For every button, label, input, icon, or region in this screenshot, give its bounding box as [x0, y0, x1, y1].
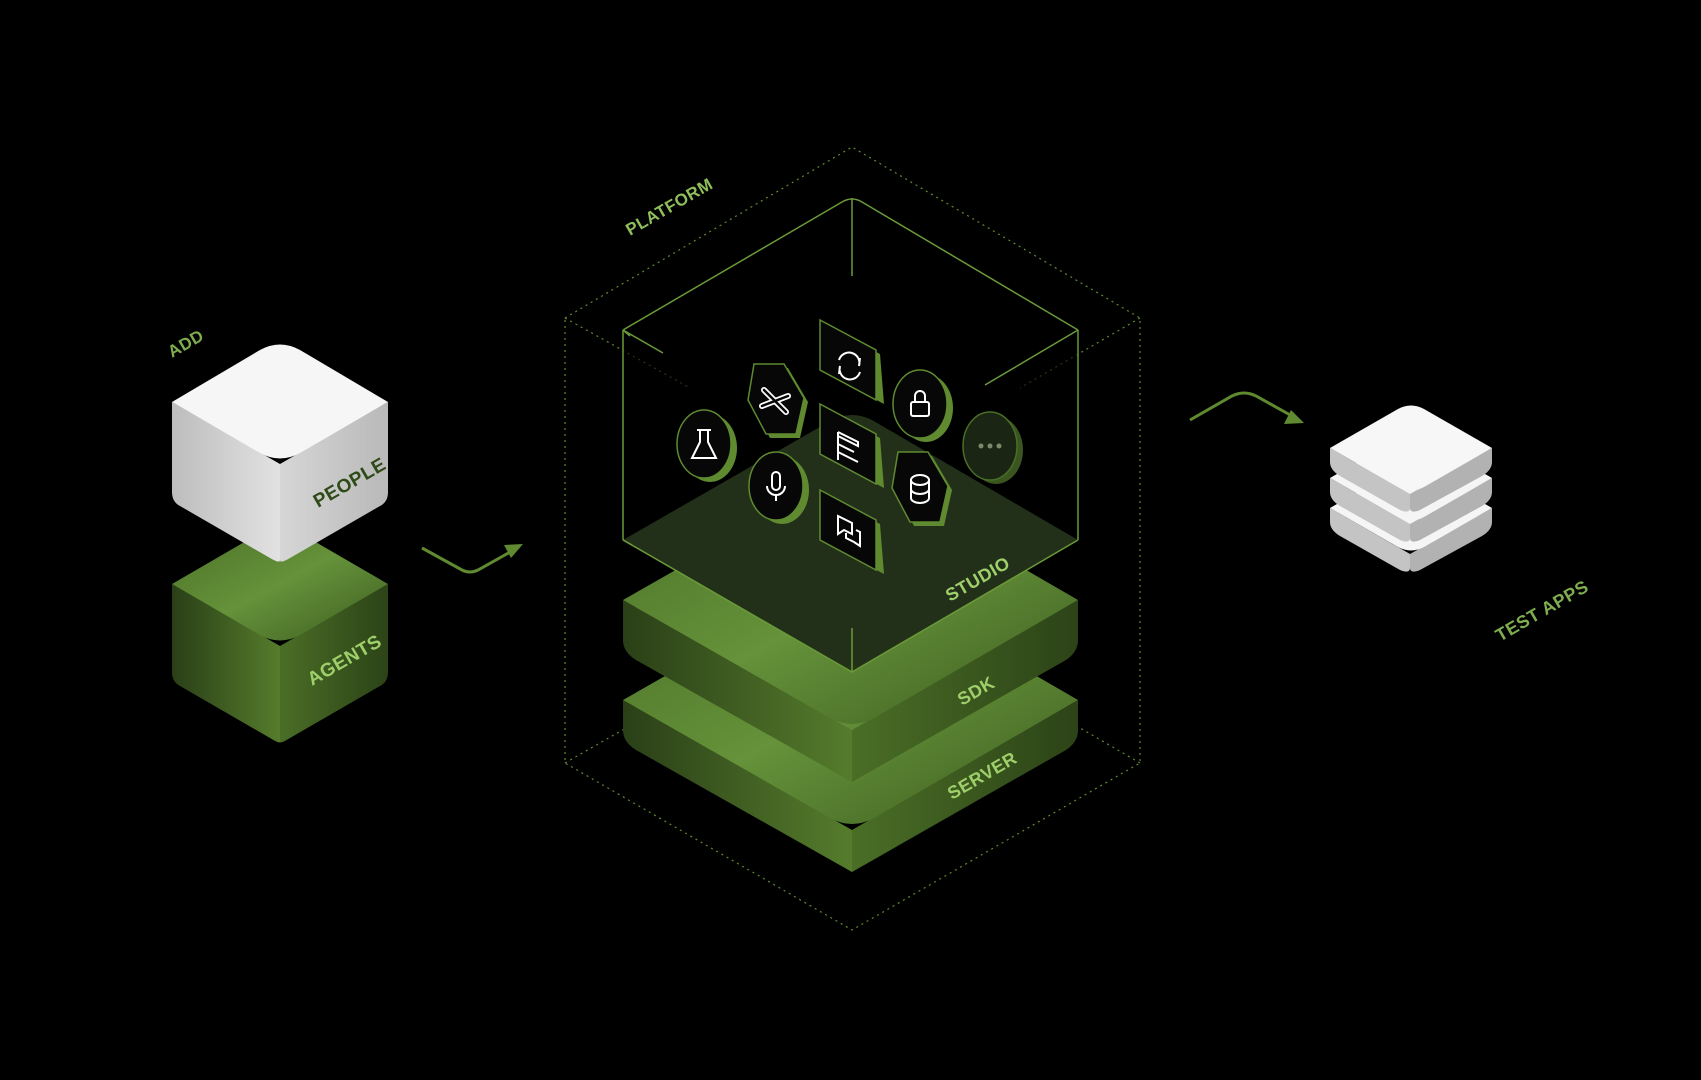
people-cube: PEOPLE — [172, 344, 390, 562]
database-icon[interactable] — [891, 451, 952, 526]
lock-icon[interactable] — [892, 369, 953, 442]
arrow-to-test-apps — [1189, 391, 1304, 424]
document-list-icon[interactable] — [819, 402, 884, 488]
chat-bubbles-icon[interactable] — [819, 488, 884, 574]
platform-label: PLATFORM — [623, 174, 717, 239]
agents-cube: AGENTS — [172, 527, 388, 743]
arrow-to-platform — [421, 544, 523, 574]
studio-icons — [676, 318, 1023, 574]
microphone-icon[interactable] — [748, 451, 809, 524]
add-label: ADD — [165, 326, 208, 362]
test-apps-stack: TEST APPS — [1330, 405, 1592, 645]
more-icon[interactable] — [962, 411, 1023, 484]
flask-icon[interactable] — [676, 409, 737, 482]
add-group: ADD AGENTS PEOPLE — [165, 326, 390, 743]
refresh-icon[interactable] — [819, 318, 884, 404]
test-apps-label: TEST APPS — [1492, 576, 1592, 645]
app-tile-top — [1330, 405, 1492, 512]
platform-group: PLATFORM SERVER SDK STUDIO — [564, 146, 1141, 931]
bandage-icon[interactable] — [747, 363, 808, 438]
